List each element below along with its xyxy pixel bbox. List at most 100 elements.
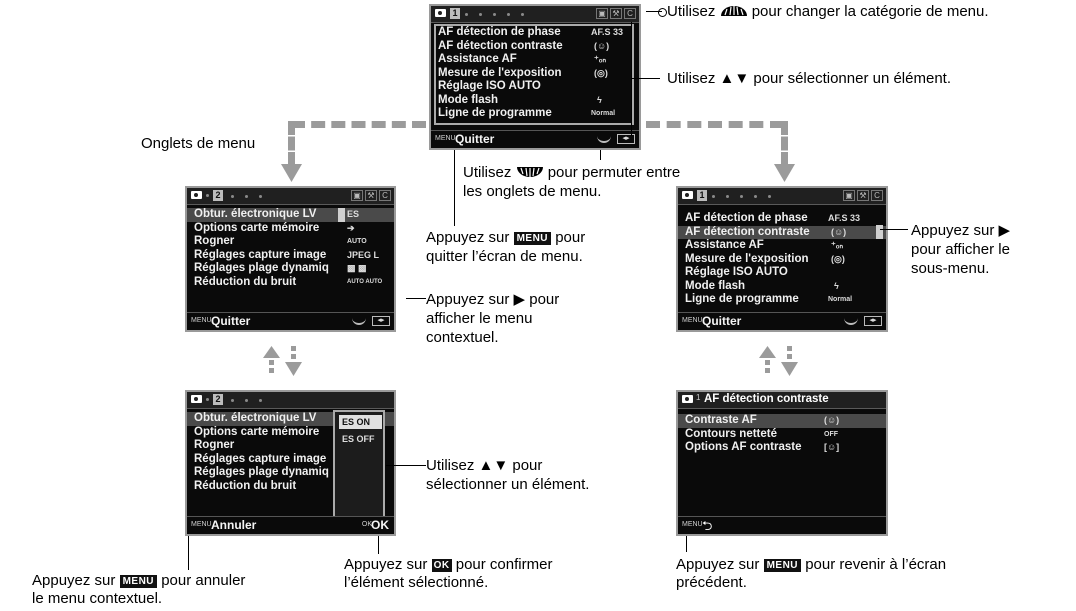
dial-icon [844, 317, 858, 325]
submenu-item[interactable]: Contraste AF(☺) [678, 414, 886, 428]
tab-number[interactable]: 1 [450, 8, 460, 19]
custom-category-icon: C [624, 8, 636, 19]
tab-number[interactable]: 2 [213, 190, 223, 201]
selection-arrow-marker [338, 208, 345, 222]
dashed-connector [288, 121, 295, 166]
menu-tab-bar[interactable]: 1 ▣ ⚒ C [678, 188, 886, 205]
category-hint: Utilisez pour changer la catégorie de me… [667, 3, 989, 20]
callout-line [188, 536, 189, 570]
dashed-connector [646, 121, 784, 128]
callout-line [454, 150, 455, 226]
playback-category-icon: ▣ [351, 190, 363, 201]
callout-line [386, 465, 426, 466]
callout-line [632, 78, 660, 79]
bottom-bar: MENU Quitter ◂▸ [187, 312, 394, 330]
arrow-down-icon [774, 164, 795, 182]
menu-item[interactable]: Réglages plage dynamiq▩ ▩ [194, 262, 367, 274]
category-icons[interactable]: ▣ ⚒ C [351, 190, 391, 201]
menu-key-icon: MENU [763, 559, 802, 572]
up-down-arrows-icon [759, 346, 798, 376]
menu-screen-popup: 2 Obtur. électronique LV Options carte m… [185, 390, 396, 536]
callout-line [600, 150, 601, 160]
camera-tab-icon[interactable] [435, 9, 446, 17]
front-dial-icon [516, 167, 543, 177]
menu-item[interactable]: Réglages plage dynamiq [194, 466, 329, 478]
cancel-hint: Appuyez sur MENU pour annuler le menu co… [32, 572, 246, 607]
category-icons[interactable]: ▣ ⚒ C [596, 8, 636, 19]
wrench-category-icon: ⚒ [857, 190, 869, 201]
cancel-label[interactable]: Annuler [211, 518, 257, 532]
menu-tab-bar[interactable]: 2 [187, 392, 394, 409]
menu-item[interactable]: Mesure de l'exposition(◎) [438, 66, 608, 79]
up-down-arrows-icon [263, 346, 302, 376]
context-menu-hint: Appuyez sur ▶ pour afficher le menu cont… [426, 291, 560, 346]
bottom-bar: MENU Annuler OK OK [187, 516, 394, 534]
tab-number[interactable]: 1 [697, 190, 707, 201]
menu-item[interactable]: Réglages capture image [194, 452, 327, 465]
wrench-category-icon: ⚒ [610, 8, 622, 19]
camera-tab-icon[interactable] [191, 395, 202, 403]
arrow-down-icon [281, 164, 302, 182]
category-icons[interactable]: ▣ ⚒ C [843, 190, 883, 201]
context-popup[interactable]: ES ON ES OFF [333, 410, 385, 518]
submenu-item[interactable]: Options AF contraste[☺] [685, 441, 840, 453]
playback-category-icon: ▣ [596, 8, 608, 19]
menu-tab-bar[interactable]: 1 ▣ ⚒ C [431, 6, 639, 23]
arrow-pad-icon: ◂▸ [864, 316, 882, 326]
back-icon[interactable]: ⮌ [702, 518, 713, 533]
camera-tab-icon[interactable] [682, 191, 693, 199]
playback-category-icon: ▣ [843, 190, 855, 201]
menu-item[interactable]: AF détection contraste(☺) [678, 225, 886, 239]
menu-item[interactable]: Rogner [194, 439, 235, 451]
confirm-hint: Appuyez sur OK pour confirmer l’élément … [344, 556, 553, 591]
popup-option[interactable]: ES OFF [342, 434, 375, 444]
quit-label[interactable]: Quitter [455, 132, 495, 146]
quit-label[interactable]: Quitter [702, 314, 742, 328]
menu-item[interactable]: Assistance AF⁺ₒₙ [685, 239, 844, 251]
submenu-hint: Appuyez sur ▶ pour afficher le sous-menu… [911, 222, 1011, 277]
menu-key-icon: MENU [513, 232, 552, 245]
menu-item[interactable]: Options carte mémoire [194, 425, 320, 438]
menu-item[interactable]: Réglage ISO AUTO [438, 80, 541, 92]
callout-line [378, 536, 379, 554]
callout-line [646, 11, 662, 12]
popup-select-hint: Utilisez ▲▼ pour sélectionner un élément… [426, 457, 590, 493]
menu-item[interactable]: Mesure de l'exposition(◎) [685, 252, 845, 265]
camera-tab-icon[interactable] [191, 191, 202, 199]
popup-option[interactable]: ES ON [339, 415, 382, 429]
menu-item[interactable]: Réglage ISO AUTO [685, 266, 788, 278]
menu-item[interactable]: Assistance AF⁺ₒₙ [438, 53, 607, 65]
dial-hint: Utilisez pour permuter entre les onglets… [463, 164, 681, 200]
tab-number[interactable]: 2 [213, 394, 223, 405]
ok-label[interactable]: OK [371, 518, 389, 532]
menu-tab-bar[interactable]: 2 ▣ ⚒ C [187, 188, 394, 205]
quit-label[interactable]: Quitter [211, 314, 251, 328]
dashed-connector [291, 121, 426, 128]
submenu-title-bar: 1 AF détection contraste [678, 392, 886, 409]
bottom-bar: MENU Quitter ◂▸ [678, 312, 886, 330]
callout-line [631, 22, 632, 136]
menu-item[interactable]: AF détection contraste(☺) [438, 39, 610, 52]
callout-line [880, 229, 908, 230]
menu-item[interactable]: Réduction du bruit [194, 479, 297, 492]
custom-category-icon: C [871, 190, 883, 201]
submenu-arrow-marker [876, 225, 883, 239]
menu-item[interactable]: Options carte mémoire➔ [194, 221, 355, 234]
